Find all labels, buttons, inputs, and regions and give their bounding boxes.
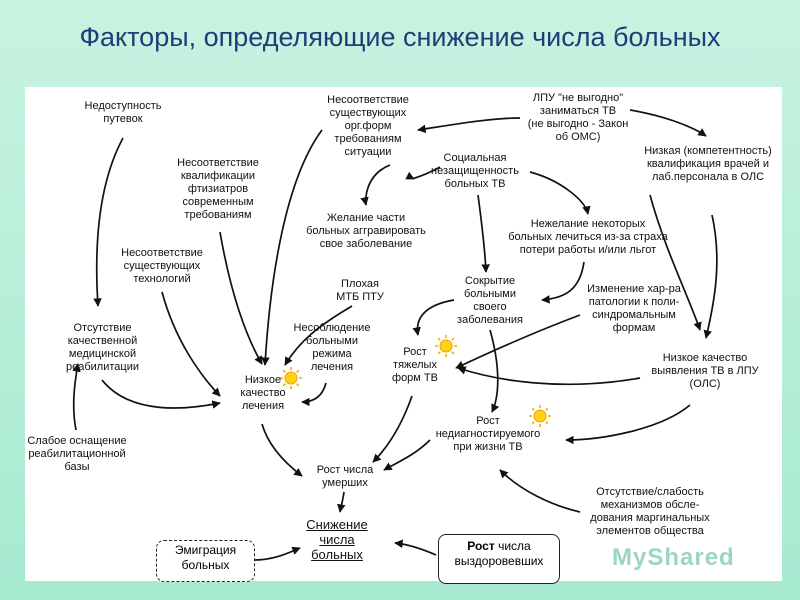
arrow-orgform-social — [360, 164, 391, 206]
node-nesootv-tekhnol: Несоответствие существующих технологий — [121, 247, 203, 285]
watermark-logo: MyShared — [612, 544, 735, 571]
node-rost-tyazhelykh: Рост тяжелых форм ТВ — [392, 346, 438, 384]
node-otsutstvie-reabil: Отсутствие качественной медицинской реаб… — [66, 322, 139, 373]
node-nesootv-orgform: Несоответствие существующих орг.форм тре… — [327, 94, 409, 158]
arrow-social-sokrytie — [477, 194, 490, 273]
node-sokrytie: Сокрытие больными своего заболевания — [457, 275, 523, 326]
arrow-nezhelanie-sokrytie — [541, 261, 585, 304]
arrow-nesobliudenie-lechenie — [301, 382, 327, 407]
arrow-umershikh-snizhenie — [337, 491, 346, 513]
arrow-sokrytie-nediagn — [489, 329, 500, 413]
node-zhelanie: Желание части больных аггравировать свое… — [306, 212, 426, 250]
node-nesootv-kvalif: Несоответствие квалификации фтизиатров с… — [177, 157, 259, 221]
arrow-social-nezhelanie — [529, 171, 591, 215]
arrow-orgform-lechenie — [261, 129, 323, 366]
node-rost-umershikh: Рост числа умерших — [316, 464, 374, 489]
arrow-lechenie-umershikh — [261, 423, 303, 477]
arrow-kvalif-izmenenie — [649, 194, 702, 331]
arrow-vyzdorov-snizhenie — [394, 539, 437, 556]
arrow-lpu-orgform — [417, 117, 521, 134]
arrow-lpu-kvalif — [629, 109, 707, 137]
node-nedostupnost: Недоступность путевок — [84, 100, 162, 125]
node-nizkoe-lechenie: Низкое качество лечения — [240, 374, 286, 412]
node-otsutstvie-mekhanizmov: Отсутствие/слабость механизмов обсле- до… — [590, 486, 710, 537]
arrow-social-zhelanie — [405, 166, 441, 180]
node-slaboe-osnashchenie: Слабое оснащение реабилитационной базы — [27, 435, 127, 473]
arrow-kvalif — [219, 231, 263, 365]
node-rost-nediagn: Рост недиагностируемого при жизни ТВ — [435, 415, 541, 453]
node-plokhaya-mtb: Плохая МТБ ПТУ — [336, 278, 384, 303]
arrow-nediagn-umershikh — [383, 439, 431, 471]
node-rost-vyzdorov: Рост числа выздоровевших — [438, 534, 560, 584]
node-emigraciya: Эмиграция больных — [156, 540, 255, 582]
arrow-mtb-lechenie — [284, 305, 353, 366]
arrow-tyazhelykh-umershikh — [372, 395, 413, 463]
node-izmenenie: Изменение хар-ра патологии к поли- синдр… — [587, 283, 681, 334]
arrow-vyyavlenie-tyazhelykh — [457, 366, 641, 386]
arrow-vyyavlenie-nediagn — [565, 404, 691, 445]
arrow-izmenenie-tyazhelykh — [455, 314, 581, 369]
arrow-reabil — [101, 379, 221, 409]
arrow-emigraciya-snizhenie — [254, 546, 301, 561]
node-nezhelanie: Нежелание некоторых больных лечиться из-… — [508, 218, 668, 256]
arrow-mekhanizmov-nediagn — [499, 469, 581, 513]
node-socialnaya: Социальная незащищенность больных ТВ — [431, 152, 519, 190]
diagram-panel — [25, 87, 782, 581]
arrow-osnashchenie — [72, 363, 81, 431]
node-nizkaya-kvalif: Низкая (компетентность) квалификация вра… — [644, 145, 772, 183]
slide-title: Факторы, определяющие снижение числа бол… — [79, 22, 721, 52]
node-nizkoe-vyyavlenie: Низкое качество выявления ТВ в ЛПУ (ОЛС) — [651, 352, 759, 390]
arrow-sokrytie-tyazhelykh — [412, 299, 455, 336]
node-lpu-nevygodno: ЛПУ "не выгодно" заниматься ТВ (не выгод… — [527, 92, 629, 143]
arrow-kvalif-vyyavlenie — [703, 214, 718, 339]
arrow-tekhnol — [161, 291, 221, 397]
arrow-nedostupnost — [93, 137, 124, 307]
node-nesobliudenie: Несоблюдение больными режима лечения — [293, 322, 371, 373]
node-snizhenie: Снижение числа больных — [306, 517, 368, 562]
